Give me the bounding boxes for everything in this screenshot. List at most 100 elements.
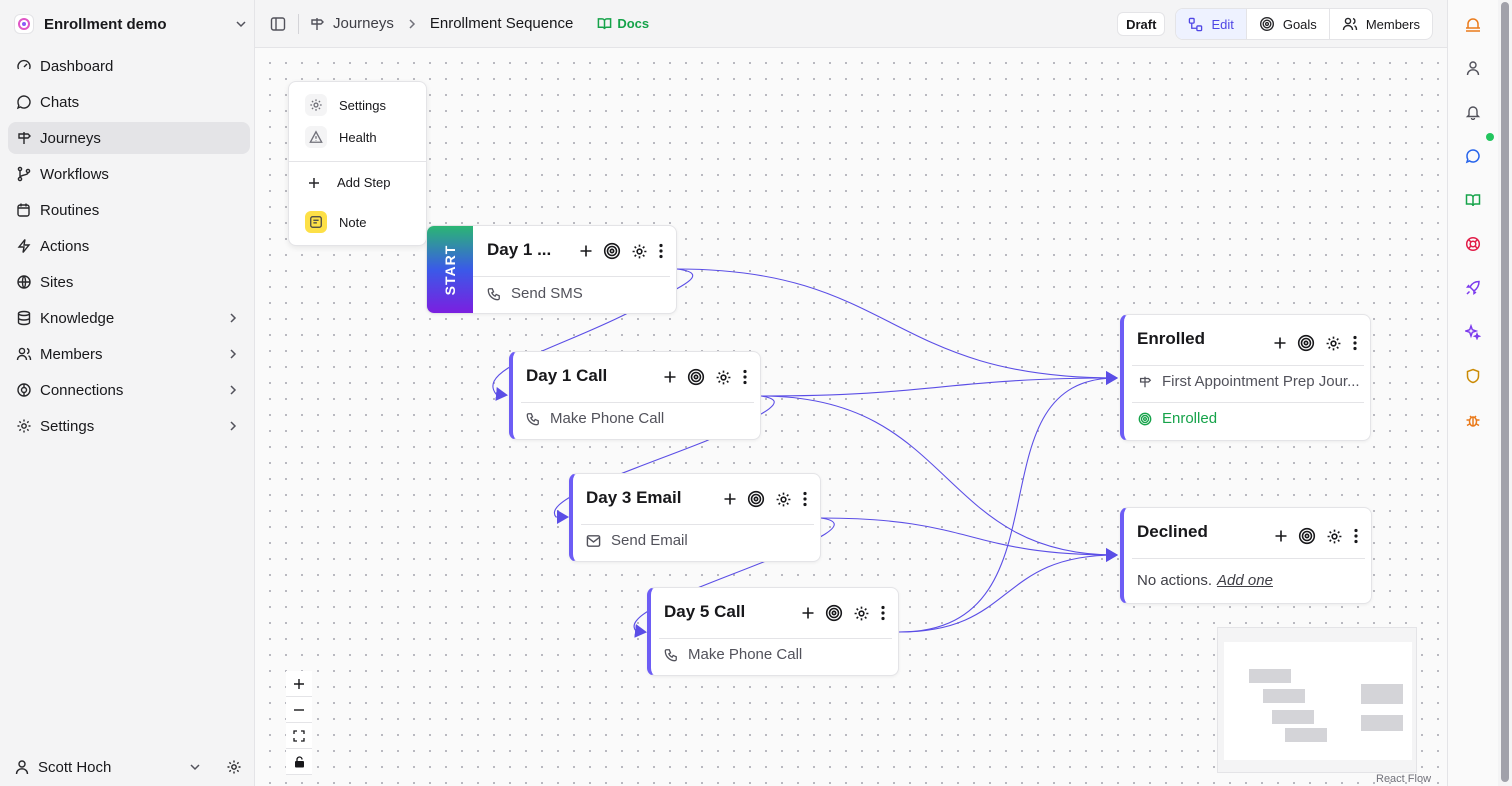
sidebar-item-settings[interactable]: Settings <box>8 410 250 442</box>
zoom-out-icon[interactable] <box>286 697 312 723</box>
sidebar-item-chats[interactable]: Chats <box>8 86 250 118</box>
breadcrumb-journeys-link[interactable]: Journeys <box>333 15 394 32</box>
tab-members[interactable]: Members <box>1330 9 1432 39</box>
shield-icon[interactable] <box>1463 366 1483 386</box>
node-day1-call[interactable]: Day 1 Call Make Phone Call <box>509 351 761 440</box>
user-icon[interactable] <box>1463 58 1483 78</box>
gear-icon[interactable] <box>631 243 648 260</box>
node-action-row[interactable]: Make Phone Call <box>526 410 664 427</box>
minimap-node <box>1249 669 1291 683</box>
edge-day1call-to-enrolled <box>760 371 1118 397</box>
node-declined[interactable]: Declined No actions. Add one <box>1120 507 1372 604</box>
plus-icon[interactable] <box>801 606 815 620</box>
node-action-row[interactable]: Send Email <box>586 532 688 549</box>
node-goal-row[interactable]: Enrolled <box>1138 410 1217 427</box>
journey-canvas[interactable]: Settings Health Add Step Note START Day … <box>256 49 1447 786</box>
node-day5-call[interactable]: Day 5 Call Make Phone Call <box>647 587 899 676</box>
sidebar-item-sites[interactable]: Sites <box>8 266 250 298</box>
lock-icon[interactable] <box>286 749 312 775</box>
minimap-node <box>1263 689 1305 703</box>
zoom-in-icon[interactable] <box>286 671 312 697</box>
react-flow-attribution[interactable]: React Flow <box>1376 773 1432 785</box>
minimap[interactable] <box>1217 627 1417 773</box>
user-menu[interactable]: Scott Hoch <box>8 752 248 782</box>
tab-goals[interactable]: Goals <box>1247 9 1330 39</box>
lightning-icon <box>16 238 32 254</box>
rocket-icon[interactable] <box>1463 278 1483 298</box>
target-icon[interactable] <box>747 490 765 508</box>
fit-view-icon[interactable] <box>286 723 312 749</box>
git-branch-icon <box>16 166 32 182</box>
target-icon[interactable] <box>825 604 843 622</box>
page-scrollbar[interactable] <box>1498 0 1512 786</box>
bell-icon[interactable] <box>1463 102 1483 122</box>
more-vertical-icon[interactable] <box>658 243 664 259</box>
sidebar-item-dashboard[interactable]: Dashboard <box>8 50 250 82</box>
menu-item-health[interactable]: Health <box>305 126 377 148</box>
node-title: Declined <box>1137 522 1208 541</box>
menu-label: Health <box>339 129 377 145</box>
menu-item-settings[interactable]: Settings <box>305 94 386 116</box>
sparkles-icon[interactable] <box>1463 322 1483 342</box>
scrollbar-thumb[interactable] <box>1501 2 1509 782</box>
sidebar-item-actions[interactable]: Actions <box>8 230 250 262</box>
bell-alert-icon[interactable] <box>1463 14 1483 34</box>
node-title: Day 5 Call <box>664 602 746 621</box>
lifebuoy-icon[interactable] <box>1463 234 1483 254</box>
chat-bubble-icon <box>16 94 32 110</box>
target-icon[interactable] <box>1298 527 1316 545</box>
more-vertical-icon[interactable] <box>880 605 886 621</box>
plus-icon[interactable] <box>1273 336 1287 350</box>
gear-icon[interactable] <box>775 491 792 508</box>
more-vertical-icon[interactable] <box>742 369 748 385</box>
sidebar-item-connections[interactable]: Connections <box>8 374 250 406</box>
sidebar-toggle-icon[interactable] <box>270 16 286 32</box>
add-action-link[interactable]: Add one <box>1217 572 1273 589</box>
tab-edit[interactable]: Edit <box>1176 9 1247 39</box>
node-actions <box>723 490 808 508</box>
gear-icon[interactable] <box>853 605 870 622</box>
more-vertical-icon[interactable] <box>1353 528 1359 544</box>
gear-icon[interactable] <box>1325 335 1342 352</box>
node-day1-sms[interactable]: START Day 1 ... Send SMS <box>426 225 677 314</box>
sidebar-item-members[interactable]: Members <box>8 338 250 370</box>
more-vertical-icon[interactable] <box>1352 335 1358 351</box>
edge-day1call-to-day3email <box>553 395 775 524</box>
plus-icon[interactable] <box>1274 529 1288 543</box>
menu-item-add-step[interactable]: Add Step <box>307 175 391 190</box>
target-icon[interactable] <box>1297 334 1315 352</box>
node-action-row[interactable]: Make Phone Call <box>664 646 802 663</box>
gear-icon[interactable] <box>1326 528 1343 545</box>
sidebar-item-label: Members <box>40 345 103 363</box>
gear-icon[interactable] <box>715 369 732 386</box>
bug-icon[interactable] <box>1463 410 1483 430</box>
node-actions <box>1274 527 1359 545</box>
more-vertical-icon[interactable] <box>802 491 808 507</box>
chevron-down-icon[interactable] <box>188 760 202 774</box>
signpost-icon <box>309 16 325 32</box>
workspace-switcher[interactable]: Enrollment demo <box>10 10 248 38</box>
action-label: Make Phone Call <box>550 410 665 427</box>
sidebar-item-knowledge[interactable]: Knowledge <box>8 302 250 334</box>
sidebar-item-journeys[interactable]: Journeys <box>8 122 250 154</box>
node-day3-email[interactable]: Day 3 Email Send Email <box>569 473 821 562</box>
user-settings-gear-icon[interactable] <box>226 759 242 775</box>
menu-item-note[interactable]: Note <box>305 211 366 233</box>
users-icon <box>1342 16 1358 32</box>
envelope-icon <box>586 534 601 548</box>
node-action-row[interactable]: Send SMS <box>487 285 583 302</box>
sidebar-item-routines[interactable]: Routines <box>8 194 250 226</box>
chat-bubble-icon[interactable] <box>1463 146 1483 166</box>
target-icon[interactable] <box>603 242 621 260</box>
plus-icon[interactable] <box>723 492 737 506</box>
divider <box>659 638 892 639</box>
node-journey-row[interactable]: First Appointment Prep Jour... <box>1138 373 1360 390</box>
plus-icon[interactable] <box>663 370 677 384</box>
node-enrolled[interactable]: Enrolled First Appointment Prep Jour... … <box>1120 314 1371 441</box>
target-icon[interactable] <box>687 368 705 386</box>
docs-link[interactable]: Docs <box>597 16 649 31</box>
node-actions <box>663 368 748 386</box>
open-book-icon[interactable] <box>1463 190 1483 210</box>
sidebar-item-workflows[interactable]: Workflows <box>8 158 250 190</box>
plus-icon[interactable] <box>579 244 593 258</box>
